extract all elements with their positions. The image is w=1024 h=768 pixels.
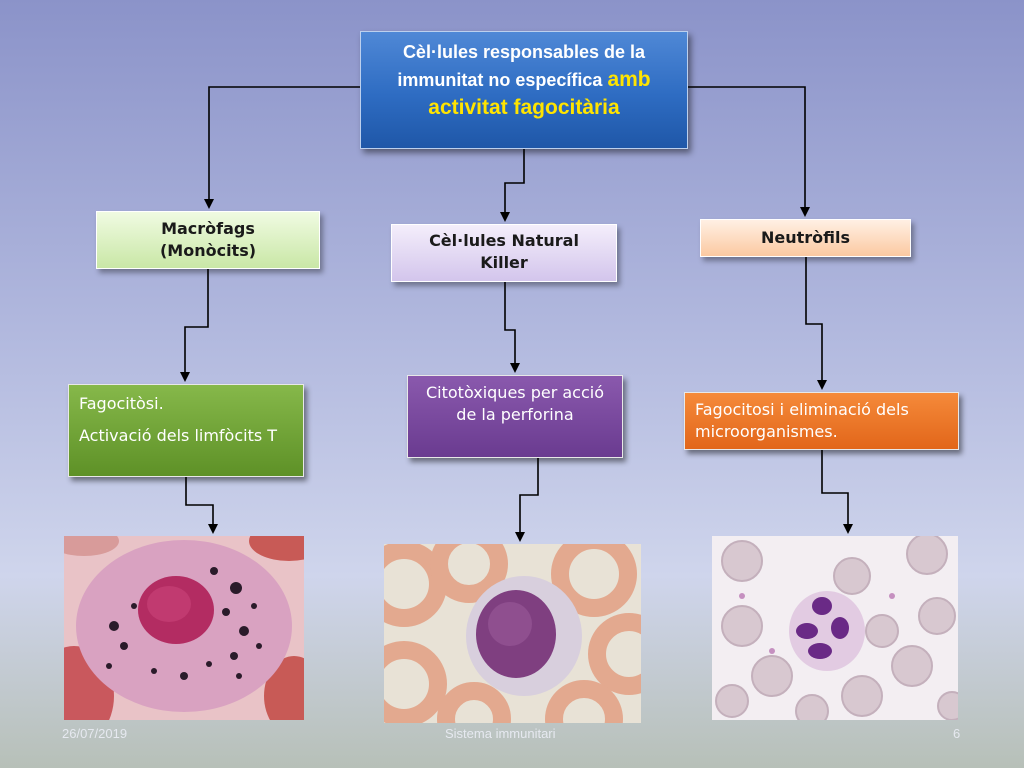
title-line-2a: immunitat no específica [397,70,608,90]
connector-macrophages-desc [180,269,209,382]
connector-title-neutrophils [688,86,810,217]
nk-cell-micrograph [384,544,641,723]
title-line-1: Cèl·lules responsables de la [402,42,646,62]
neutrophils-description: Fagocitosi i eliminació dels microorgani… [684,392,959,450]
macrophages-box: Macròfags (Monòcits) [96,211,320,269]
nk-label-2: Killer [480,253,528,272]
title-box: Cèl·lules responsables de la immunitat n… [360,31,688,149]
neutrophils-desc-text: Fagocitosi i eliminació dels microorgani… [695,400,909,441]
connector-nk-desc [504,282,520,373]
neutrophils-box: Neutròfils [700,219,911,257]
nk-label-1: Cèl·lules Natural [429,231,579,250]
footer-page-number: 6 [953,726,961,741]
connector-title-nk [500,149,525,222]
neutrophil-micrograph [712,536,958,720]
nk-description: Citotòxiques per acció de la perforina [407,375,623,458]
neutrophils-label: Neutròfils [760,228,851,247]
footer-date: 26/07/2019 [62,726,128,741]
macrophages-label-1: Macròfags [161,219,255,238]
footer-subject: Sistema immunitari [445,726,556,741]
macrophages-desc-1: Fagocitòsi. [79,394,164,413]
nk-desc-text: Citotòxiques per acció de la perforina [425,383,605,424]
macrophages-label-2: (Monòcits) [159,241,257,260]
macrophages-desc-2: Activació dels limfòcits T [79,426,278,445]
connector-neutrophils-desc [805,257,827,390]
title-highlight-amb: amb [607,68,651,91]
title-line-3: activitat fagocitària [428,96,620,119]
connector-title-macrophages [204,86,360,209]
macrophages-description: Fagocitòsi. Activació dels limfòcits T [68,384,304,477]
nk-cells-box: Cèl·lules Natural Killer [391,224,617,282]
connector-nk-image [515,448,539,542]
connector-neutrophils-image [821,450,853,534]
macrophage-micrograph [64,536,304,720]
connector-macrophages-image [185,477,218,534]
title-line-2: immunitat no específica amb [361,66,687,94]
